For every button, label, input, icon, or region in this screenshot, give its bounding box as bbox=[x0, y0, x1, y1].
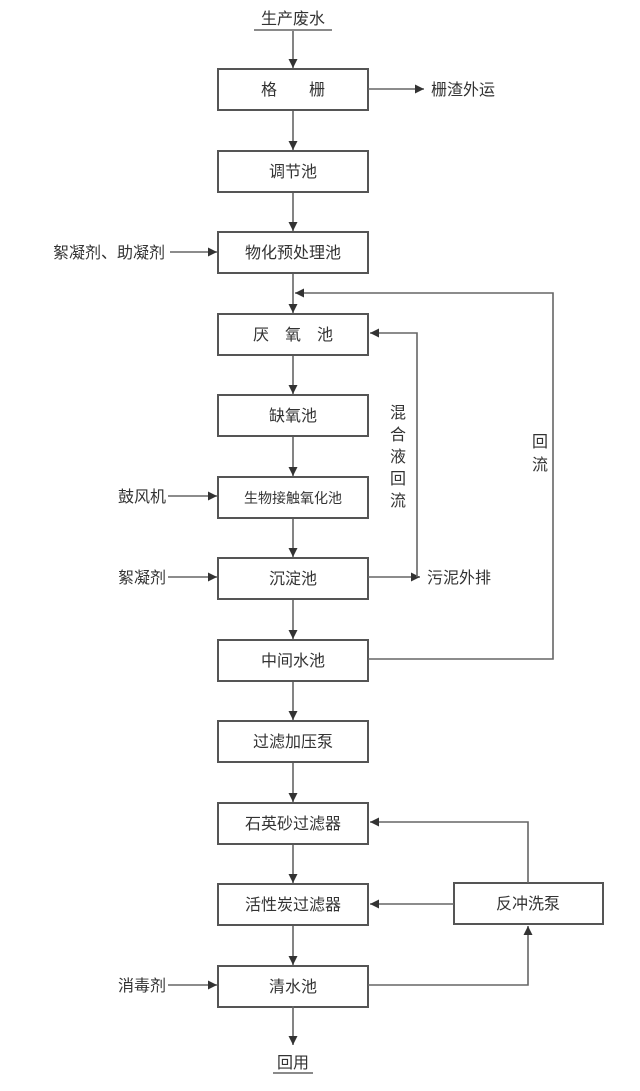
clear-water-to-backwash-line bbox=[368, 926, 533, 986]
svg-text:液: 液 bbox=[390, 447, 406, 466]
side-input-disinfectant: 消毒剂 bbox=[118, 976, 166, 995]
mixed-liquor-recycle-line bbox=[370, 328, 418, 577]
svg-text:混: 混 bbox=[390, 403, 406, 422]
svg-text:回: 回 bbox=[532, 432, 548, 451]
output-label: 回用 bbox=[277, 1053, 309, 1072]
side-output-sludge: 污泥外排 bbox=[427, 568, 491, 587]
process-box-filter-pump bbox=[217, 720, 369, 763]
process-box-carbon-filter bbox=[217, 883, 369, 926]
svg-text:回: 回 bbox=[390, 469, 406, 488]
process-box-clear-water bbox=[217, 965, 369, 1008]
process-label-clear-water: 清水池 bbox=[269, 977, 317, 996]
process-box-anaerobic bbox=[217, 313, 369, 356]
process-label-pretreatment: 物化预处理池 bbox=[245, 243, 341, 262]
process-box-bio-contact-oxidation bbox=[217, 476, 369, 519]
process-label-sedimentation: 沉淀池 bbox=[269, 569, 317, 588]
process-label-intermediate: 中间水池 bbox=[261, 651, 325, 670]
return-flow-label: 回 流 bbox=[532, 432, 548, 474]
process-box-sedimentation bbox=[217, 557, 369, 600]
process-box-anoxic bbox=[217, 394, 369, 437]
svg-text:流: 流 bbox=[390, 491, 406, 510]
process-label-anoxic: 缺氧池 bbox=[269, 406, 317, 425]
side-input-blower: 鼓风机 bbox=[118, 487, 166, 506]
process-label-quartz-filter: 石英砂过滤器 bbox=[245, 814, 341, 833]
process-box-quartz-filter bbox=[217, 802, 369, 845]
process-box-intermediate bbox=[217, 639, 369, 682]
return-flow-line bbox=[295, 288, 554, 660]
side-input-flocculant-coagulant-aid: 絮凝剂、助凝剂 bbox=[53, 243, 165, 262]
process-label-anaerobic: 厌 氧 池 bbox=[253, 325, 333, 344]
process-label-bio-contact-oxidation: 生物接触氧化池 bbox=[244, 490, 342, 507]
process-label-equalization: 调节池 bbox=[269, 162, 317, 181]
mixed-liquor-recycle-label: 混 合 液 回 流 bbox=[390, 403, 406, 510]
backwash-pump-label: 反冲洗泵 bbox=[496, 894, 560, 913]
process-label-carbon-filter: 活性炭过滤器 bbox=[245, 895, 341, 914]
svg-text:流: 流 bbox=[532, 455, 548, 474]
side-output-screenings: 栅渣外运 bbox=[431, 80, 495, 99]
svg-text:合: 合 bbox=[390, 425, 406, 444]
process-box-equalization bbox=[217, 150, 369, 193]
side-input-flocculant: 絮凝剂 bbox=[118, 568, 166, 587]
process-label-filter-pump: 过滤加压泵 bbox=[253, 732, 333, 751]
process-label-grid: 格 栅 bbox=[261, 80, 325, 99]
backwash-to-quartz-filter-line bbox=[370, 817, 529, 883]
process-box-pretreatment bbox=[217, 231, 369, 274]
input-label: 生产废水 bbox=[261, 9, 325, 28]
